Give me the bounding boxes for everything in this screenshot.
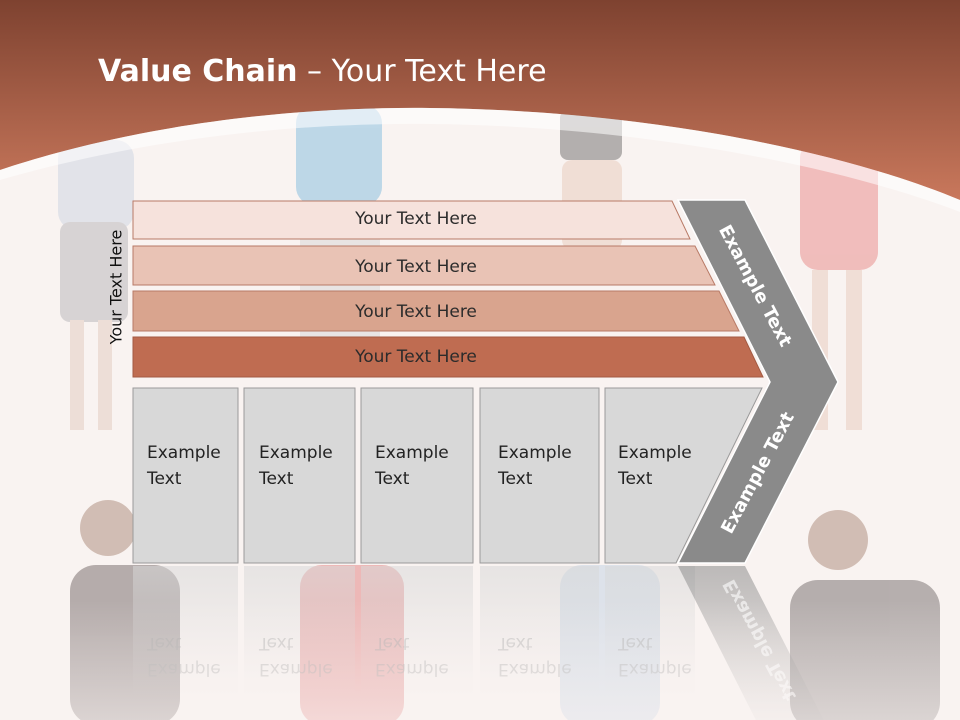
- bar-4: [132, 336, 764, 378]
- box-5-label: Example Text: [618, 443, 692, 489]
- box-5: [604, 387, 763, 564]
- header-band: [0, 0, 960, 200]
- title-rest: – Your Text Here: [297, 54, 547, 89]
- bar-2-label: Your Text Here: [355, 257, 477, 277]
- side-label: Your Text Here: [106, 229, 126, 345]
- slide-title: Value Chain – Your Text Here: [98, 54, 547, 89]
- box-4: [479, 387, 600, 564]
- bar-2: [132, 245, 716, 286]
- bar-1: [132, 200, 691, 240]
- box-1-label: Example Text: [147, 443, 221, 489]
- box-3: [360, 387, 474, 564]
- box-1: [132, 387, 239, 564]
- bar-1-label: Your Text Here: [355, 209, 477, 229]
- bar-4-label: Your Text Here: [355, 347, 477, 367]
- title-bold: Value Chain: [98, 54, 298, 89]
- box-2: [243, 387, 356, 564]
- box-3-label: Example Text: [375, 443, 449, 489]
- bar-3-label: Your Text Here: [355, 302, 477, 322]
- reflection-fade: [0, 600, 960, 720]
- box-4-label: Example Text: [498, 443, 572, 489]
- bar-3: [132, 290, 740, 332]
- box-2-label: Example Text: [259, 443, 333, 489]
- value-chain-arrow: [676, 199, 839, 564]
